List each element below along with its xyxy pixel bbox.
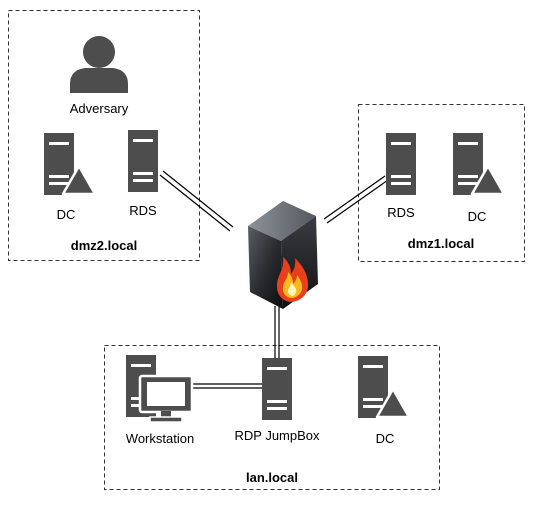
- server-icon: [262, 358, 292, 420]
- link-workstation-jumpbox: [190, 383, 262, 389]
- server-icon: [128, 130, 158, 192]
- user-icon: [70, 36, 128, 93]
- server-warning-icon: [451, 131, 506, 197]
- zone-box-dmz1: [358, 104, 525, 262]
- dmz1-dc-label: DC: [467, 209, 487, 224]
- link-dmz1-rds-firewall: [323, 175, 389, 224]
- zone-label-dmz1: dmz1.local: [407, 236, 475, 251]
- zone-box-dmz2: [8, 10, 200, 261]
- server-warning-icon: [356, 354, 411, 420]
- link-firewall-jumpbox: [274, 306, 280, 358]
- jumpbox-label: RDP JumpBox: [234, 428, 320, 443]
- adversary-label: Adversary: [69, 101, 129, 116]
- dmz2-rds-label: RDS: [129, 203, 157, 218]
- zone-label-lan: lan.local: [245, 470, 299, 485]
- server-icon: [386, 133, 416, 195]
- lan-dc-label: DC: [375, 431, 395, 446]
- server-warning-icon: [42, 131, 97, 197]
- firewall-icon: [248, 201, 318, 309]
- dmz2-dc-label: DC: [56, 207, 76, 222]
- zone-box-lan: [104, 345, 440, 490]
- link-dmz2-rds-firewall: [159, 170, 234, 232]
- workstation-icon: [126, 355, 194, 423]
- zone-label-dmz2: dmz2.local: [70, 238, 138, 253]
- dmz1-rds-label: RDS: [387, 205, 415, 220]
- workstation-label: Workstation: [125, 431, 195, 446]
